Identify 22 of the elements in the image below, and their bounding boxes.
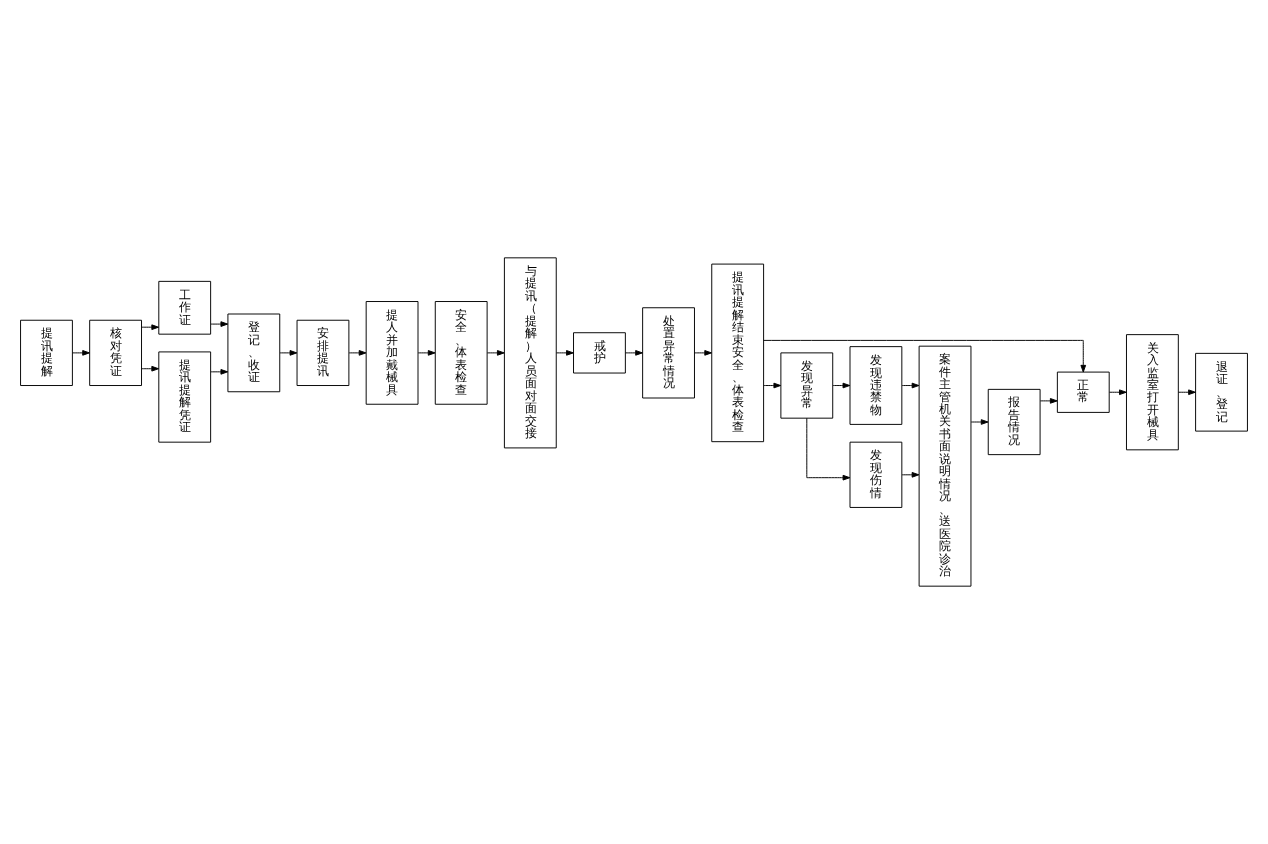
arrow — [625, 350, 643, 356]
arrow — [1178, 389, 1196, 396]
arrow — [210, 369, 229, 375]
arrow — [417, 350, 436, 356]
arrow — [486, 350, 505, 356]
arrow — [348, 350, 367, 356]
arrow — [1108, 389, 1127, 396]
arrow — [210, 321, 229, 327]
arrow — [901, 382, 920, 389]
arrow — [806, 417, 851, 481]
arrow — [141, 365, 160, 372]
arrow — [763, 339, 1087, 373]
arrow — [694, 350, 712, 356]
arrow — [901, 471, 920, 478]
arrow — [279, 350, 298, 356]
arrow — [763, 382, 782, 389]
arrow — [832, 382, 851, 389]
arrow — [1039, 398, 1058, 404]
arrow — [555, 350, 574, 356]
arrow — [72, 350, 90, 356]
arrow — [141, 324, 160, 331]
arrow — [970, 419, 989, 425]
